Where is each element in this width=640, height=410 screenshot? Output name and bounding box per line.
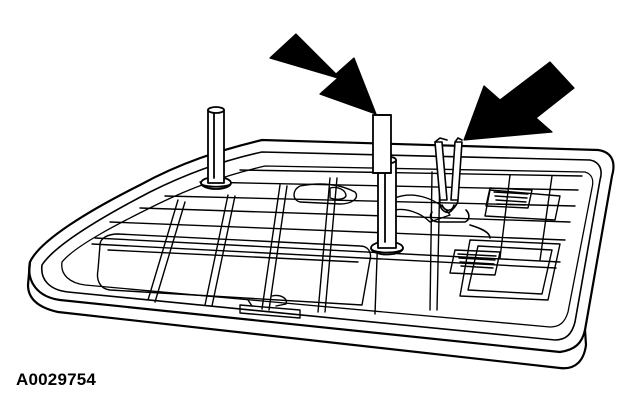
plate-body (26, 138, 615, 370)
plate-edge-tab (239, 294, 301, 319)
alignment-pin-left (200, 106, 232, 190)
pointer-arrow-left (269, 33, 377, 115)
figure-code-label: A0029754 (16, 370, 97, 389)
plate-grid-ribs (91, 169, 583, 315)
plate-recess-pockets (449, 187, 533, 276)
separator-plate-pin (372, 114, 392, 174)
pointer-arrow-right (463, 61, 575, 141)
retainer-clip (429, 137, 491, 239)
